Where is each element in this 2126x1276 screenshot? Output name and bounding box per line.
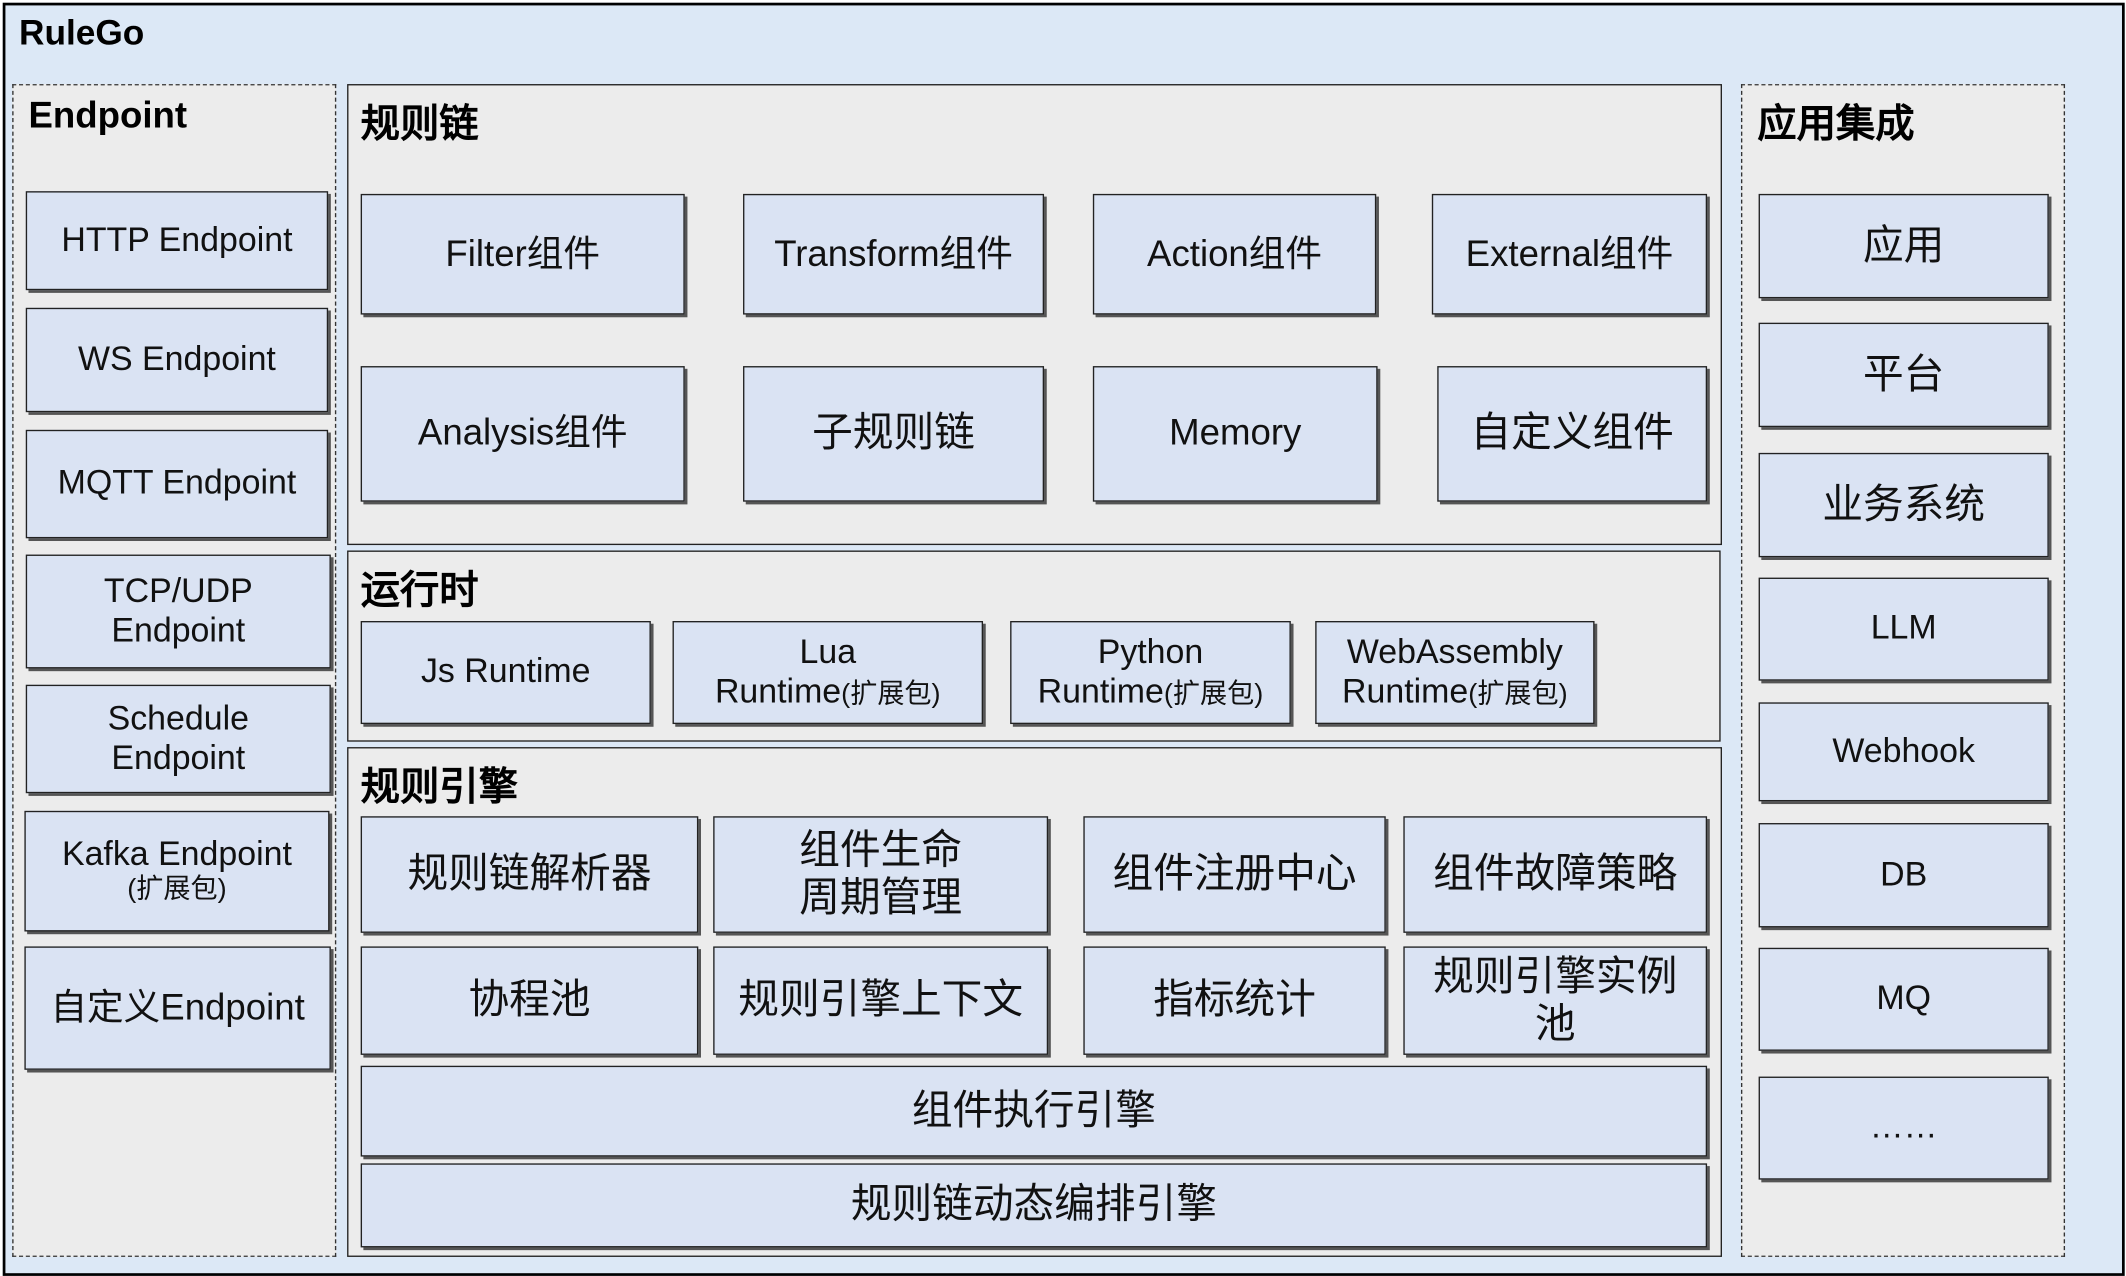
custom-component-label: 自定义组件 [1470, 411, 1674, 456]
mq-label: MQ [1876, 979, 1931, 1018]
component-lifecycle-box: 组件生命 周期管理 [713, 816, 1049, 933]
rule-engine-title: 规则引擎 [360, 766, 518, 810]
kafka-line1: Kafka Endpoint [61, 835, 292, 874]
js-runtime-label: Js Runtime [420, 652, 591, 691]
metrics-label: 指标统计 [1153, 978, 1316, 1023]
tcp-udp-line2: Endpoint [111, 611, 246, 650]
more-label: …… [1869, 1108, 1938, 1147]
python-runtime-line1: Python [1097, 632, 1204, 671]
action-component-box: Action组件 [1092, 193, 1377, 315]
python-runtime-line2: Runtime [1037, 672, 1164, 711]
schedule-line1: Schedule [107, 698, 249, 737]
coroutine-pool-label: 协程池 [468, 978, 591, 1023]
wasm-runtime-ext: (扩展包) [1468, 679, 1568, 710]
application-label: 应用 [1863, 223, 1945, 269]
action-component-label: Action组件 [1147, 232, 1323, 274]
llm-box: LLM [1758, 577, 2049, 681]
endpoint-title: Endpoint [28, 94, 188, 136]
dynamic-orchestration-engine-box: 规则链动态编排引擎 [360, 1163, 1708, 1248]
schedule-endpoint-box: Schedule Endpoint [25, 684, 331, 794]
engine-instance-pool-box: 规则引擎实例 池 [1403, 946, 1708, 1055]
js-runtime-box: Js Runtime [360, 621, 651, 725]
lua-runtime-line1: Lua [799, 632, 857, 671]
http-endpoint-label: HTTP Endpoint [61, 220, 293, 259]
dynamic-orchestration-engine-label: 规则链动态编排引擎 [850, 1182, 1217, 1228]
transform-component-box: Transform组件 [743, 193, 1045, 315]
component-lifecycle-line2: 周期管理 [799, 875, 963, 921]
memory-label: Memory [1169, 412, 1302, 453]
runtime-title: 运行时 [360, 569, 479, 613]
component-registry-box: 组件注册中心 [1083, 816, 1386, 933]
lua-runtime-box: Lua Runtime(扩展包) [672, 621, 984, 725]
rule-chain-parser-box: 规则链解析器 [360, 816, 699, 933]
tcp-udp-line1: TCP/UDP [103, 571, 253, 610]
ws-endpoint-box: WS Endpoint [25, 307, 329, 413]
component-failure-strategy-label: 组件故障策略 [1433, 851, 1678, 897]
transform-component-label: Transform组件 [774, 232, 1013, 274]
coroutine-pool-box: 协程池 [360, 946, 699, 1055]
component-registry-label: 组件注册中心 [1112, 851, 1357, 897]
webhook-box: Webhook [1758, 702, 2049, 802]
component-failure-strategy-box: 组件故障策略 [1403, 816, 1708, 933]
external-component-box: External组件 [1431, 193, 1708, 315]
mqtt-endpoint-box: MQTT Endpoint [25, 429, 329, 539]
business-system-box: 业务系统 [1758, 452, 2049, 558]
sub-rule-chain-box: 子规则链 [743, 366, 1045, 502]
ws-endpoint-label: WS Endpoint [78, 339, 276, 378]
more-box: …… [1758, 1076, 2049, 1180]
business-system-label: 业务系统 [1822, 482, 1986, 528]
rule-chain-parser-label: 规则链解析器 [407, 851, 652, 897]
custom-endpoint-box: 自定义Endpoint [24, 946, 331, 1070]
mqtt-endpoint-label: MQTT Endpoint [57, 464, 297, 503]
rule-engine-context-label: 规则引擎上下文 [738, 978, 1024, 1023]
memory-box: Memory [1092, 366, 1378, 502]
lua-runtime-ext: (扩展包) [841, 679, 941, 710]
rule-chain-title: 规则链 [360, 103, 479, 147]
engine-instance-pool-line1: 规则引擎实例 [1433, 954, 1678, 999]
python-runtime-ext: (扩展包) [1163, 679, 1264, 710]
component-execution-engine-label: 组件执行引擎 [911, 1088, 1156, 1134]
wasm-runtime-line2: Runtime [1342, 672, 1469, 711]
kafka-endpoint-box: Kafka Endpoint (扩展包) [24, 810, 330, 932]
integration-title: 应用集成 [1757, 103, 1915, 147]
tcp-udp-endpoint-box: TCP/UDP Endpoint [25, 554, 331, 669]
analysis-component-label: Analysis组件 [417, 412, 628, 453]
custom-component-box: 自定义组件 [1437, 366, 1708, 502]
platform-label: 平台 [1863, 352, 1945, 398]
wasm-runtime-box: WebAssembly Runtime(扩展包) [1315, 621, 1595, 725]
platform-box: 平台 [1758, 322, 2049, 428]
webhook-label: Webhook [1832, 731, 1975, 770]
filter-component-label: Filter组件 [445, 232, 600, 274]
rule-engine-context-box: 规则引擎上下文 [713, 946, 1049, 1055]
kafka-ext-label: (扩展包) [127, 875, 227, 905]
diagram-title: RuleGo [18, 12, 145, 53]
db-box: DB [1758, 823, 2049, 928]
wasm-runtime-line1: WebAssembly [1346, 632, 1563, 671]
sub-rule-chain-label: 子规则链 [812, 411, 975, 456]
http-endpoint-box: HTTP Endpoint [25, 191, 329, 291]
schedule-line2: Endpoint [111, 738, 246, 777]
llm-label: LLM [1870, 609, 1937, 648]
metrics-box: 指标统计 [1083, 946, 1386, 1055]
lua-runtime-line2: Runtime [714, 672, 842, 711]
component-lifecycle-line1: 组件生命 [799, 827, 963, 873]
component-execution-engine-box: 组件执行引擎 [360, 1065, 1708, 1157]
python-runtime-box: Python Runtime(扩展包) [1010, 621, 1291, 725]
engine-instance-pool-line2: 池 [1534, 1002, 1576, 1047]
filter-component-box: Filter组件 [360, 193, 685, 315]
mq-box: MQ [1758, 947, 2049, 1051]
external-component-label: External组件 [1465, 232, 1674, 274]
application-box: 应用 [1758, 193, 2049, 299]
analysis-component-box: Analysis组件 [360, 366, 685, 502]
db-label: DB [1880, 855, 1928, 894]
custom-endpoint-label: 自定义Endpoint [50, 986, 305, 1028]
